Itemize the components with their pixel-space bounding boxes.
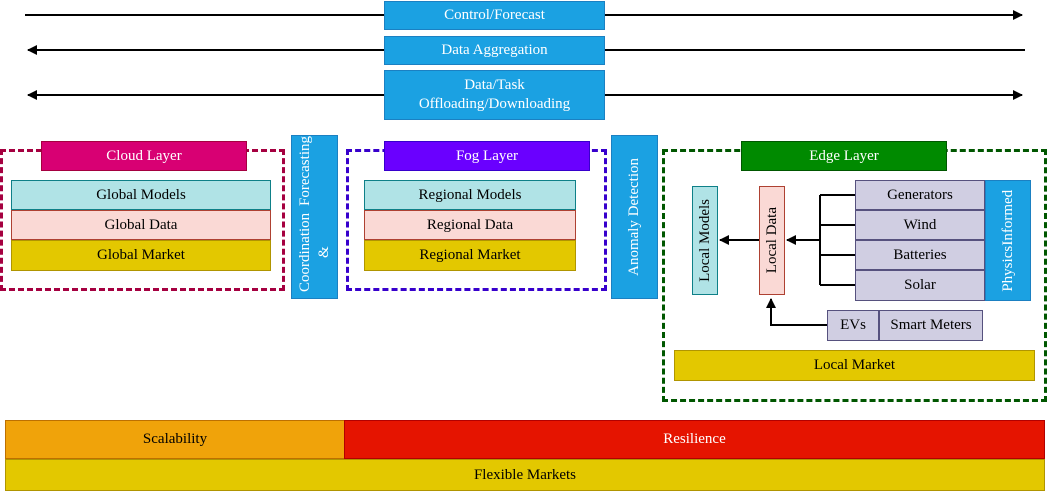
local-market-text: Local Market — [813, 357, 896, 373]
local-data-text: Local Data — [763, 207, 780, 274]
regional-models-text: Regional Models — [418, 186, 522, 203]
data-aggregation-text: Data Aggregation — [441, 42, 548, 58]
global-market: Global Market — [11, 240, 271, 271]
control-forecast-text: Control/Forecast — [444, 7, 545, 23]
evs-box: EVs — [827, 310, 879, 341]
source-solar: Solar — [855, 270, 985, 301]
offloading-line2: Offloading/Downloading — [418, 96, 571, 112]
physics-informed-label: Physics Informed — [999, 190, 1018, 292]
source-generators: Generators — [855, 180, 985, 210]
physics-text: Physics — [999, 245, 1016, 292]
local-models: Local Models — [692, 186, 718, 295]
source-wind-text: Wind — [903, 216, 937, 233]
global-data: Global Data — [11, 210, 271, 240]
anomaly-detection-text: Anomaly Detection — [626, 158, 642, 276]
regional-market: Regional Market — [364, 240, 576, 271]
anomaly-detection-bar: Anomaly Detection — [611, 135, 658, 299]
physics-informed-bar: Physics Informed — [985, 180, 1031, 301]
fog-layer-title: Fog Layer — [384, 141, 590, 171]
cloud-layer-title: Cloud Layer — [41, 141, 247, 171]
smart-meters-text: Smart Meters — [890, 317, 972, 333]
coordination-forecasting-label: Coordination & Forecasting — [296, 136, 334, 298]
regional-models: Regional Models — [364, 180, 576, 210]
coordination-text: Coordination & — [296, 212, 332, 292]
source-solar-text: Solar — [904, 277, 936, 293]
coordination-forecasting-bar: Coordination & Forecasting — [291, 135, 338, 299]
scalability-bar: Scalability — [5, 420, 345, 459]
global-data-text: Global Data — [104, 216, 178, 233]
resilience-bar: Resilience — [344, 420, 1045, 459]
global-models: Global Models — [11, 180, 271, 210]
regional-data-text: Regional Data — [426, 216, 514, 233]
edge-layer-title-text: Edge Layer — [809, 147, 879, 164]
forecasting-text: Forecasting — [296, 136, 313, 206]
local-market: Local Market — [674, 350, 1035, 381]
resilience-text: Resilience — [663, 431, 726, 447]
global-models-text: Global Models — [96, 186, 186, 203]
local-data: Local Data — [759, 186, 785, 295]
source-generators-text: Generators — [887, 186, 953, 203]
evs-text: EVs — [840, 317, 866, 333]
fog-layer-title-text: Fog Layer — [455, 147, 519, 164]
regional-market-text: Regional Market — [419, 247, 521, 263]
control-forecast-label: Control/Forecast — [384, 1, 605, 30]
evs-to-local-data-arrow — [766, 298, 827, 326]
cloud-layer-title-text: Cloud Layer — [106, 147, 182, 164]
source-batteries-text: Batteries — [893, 246, 947, 263]
informed-text: Informed — [999, 189, 1016, 246]
flexible-markets-bar: Flexible Markets — [5, 459, 1045, 491]
scalability-text: Scalability — [142, 431, 208, 447]
edge-layer-title: Edge Layer — [741, 141, 947, 171]
flexible-markets-text: Flexible Markets — [473, 466, 577, 483]
data-aggregation-label: Data Aggregation — [384, 36, 605, 65]
regional-data: Regional Data — [364, 210, 576, 240]
offloading-label: Data/Task Offloading/Downloading — [384, 70, 605, 120]
source-batteries: Batteries — [855, 240, 985, 270]
source-wind: Wind — [855, 210, 985, 240]
offloading-line1: Data/Task — [464, 77, 525, 93]
smart-meters-box: Smart Meters — [879, 310, 983, 341]
local-models-text: Local Models — [696, 199, 713, 282]
global-market-text: Global Market — [97, 247, 185, 263]
